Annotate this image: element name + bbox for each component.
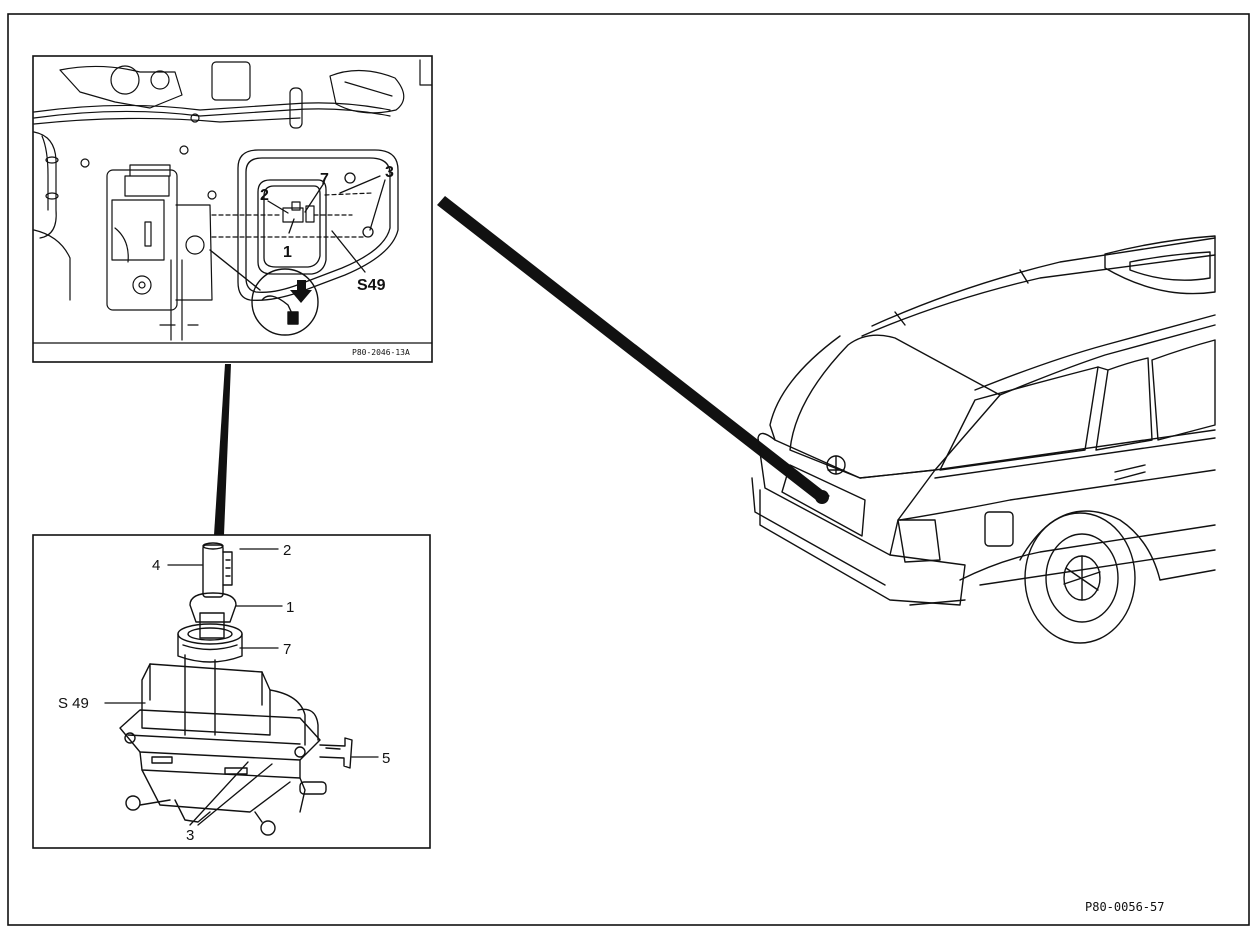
callout-s49-top: S49	[357, 277, 386, 294]
top-detail-panel: 2 7 1 3 S49 P80-2046-13A	[32, 55, 433, 363]
tailgate-opening	[237, 149, 399, 301]
callout-s49-bottom: S 49	[58, 695, 89, 712]
leader-wedge-vertical	[214, 364, 231, 535]
magnifier-detail	[209, 249, 319, 336]
top-panel-tubing	[33, 59, 433, 301]
door-lock-mechanism	[106, 164, 213, 341]
top-panel-frame	[32, 55, 433, 363]
callout-1-bottom: 1	[286, 599, 294, 616]
callout-2-bottom: 2	[283, 542, 291, 559]
arrow-down-icon	[290, 280, 312, 303]
callout-5-bottom: 5	[382, 750, 390, 767]
callout-4-bottom: 4	[152, 557, 160, 574]
top-leader-lines	[267, 175, 386, 273]
leader-wedge-car	[437, 196, 830, 503]
callout-1-top: 1	[283, 244, 292, 261]
figure-code: P80-0056-57	[1085, 900, 1164, 914]
top-panel-code: P80-2046-13A	[352, 348, 410, 357]
callout-7-bottom: 7	[283, 641, 291, 658]
callout-2-top: 2	[260, 187, 269, 204]
callout-3-bottom: 3	[186, 827, 194, 844]
callout-3-top: 3	[385, 164, 394, 181]
station-wagon-rear-view-icon	[751, 235, 1216, 644]
bottom-panel-frame	[32, 534, 431, 849]
switch-s49-top	[211, 192, 373, 238]
outer-frame	[7, 13, 1250, 926]
bottom-detail-panel: 2 4 1 7 S 49 5 3	[32, 534, 431, 849]
callout-7-top: 7	[320, 171, 329, 188]
bottom-leader-lines	[104, 548, 379, 826]
lock-location-marker	[815, 490, 829, 504]
